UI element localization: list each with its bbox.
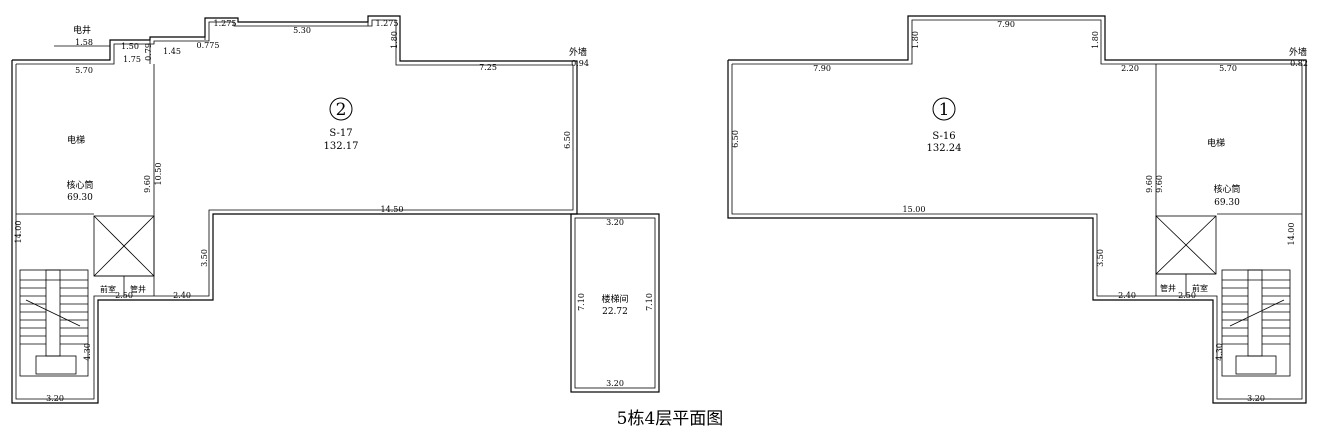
left-dim-710b: 7.10 bbox=[645, 293, 654, 311]
right-stair bbox=[1221, 269, 1291, 377]
left-dim-094: 0.94 bbox=[571, 59, 589, 68]
drawing-title: 5栋4层平面图 bbox=[617, 409, 724, 429]
right-dim-790t: 7.90 bbox=[997, 20, 1015, 29]
right-dim-570: 5.70 bbox=[1219, 64, 1237, 73]
right-unit-area: 132.24 bbox=[927, 143, 962, 154]
right-outer-wall-label: 外墙 bbox=[1289, 46, 1307, 58]
left-dim-650: 6.50 bbox=[563, 131, 572, 149]
right-dim-240: 2.40 bbox=[1118, 291, 1136, 300]
left-dim-320t: 3.20 bbox=[606, 218, 624, 227]
left-outer-wall bbox=[11, 15, 578, 404]
left-unit: 2 S-17 132.17 电梯 核心筒 69.30 楼梯间 22.72 电井 … bbox=[11, 15, 660, 404]
right-elevator-shaft bbox=[1155, 215, 1217, 275]
right-elevator-label: 电梯 bbox=[1207, 137, 1225, 149]
left-unit-code: S-17 bbox=[329, 128, 352, 139]
left-dim-1450: 14.50 bbox=[381, 205, 404, 214]
right-core-name: 核心筒 bbox=[1213, 183, 1240, 195]
left-dim-320b: 3.20 bbox=[606, 379, 624, 388]
left-room-a-label: 前室 bbox=[100, 284, 116, 294]
right-dim-650: 6.50 bbox=[731, 130, 740, 148]
left-dim-350: 3.50 bbox=[200, 249, 209, 267]
left-dim-240: 2.40 bbox=[173, 291, 191, 300]
left-dim-725: 7.25 bbox=[479, 63, 497, 72]
right-dim-1400: 14.00 bbox=[1287, 223, 1296, 246]
right-dim-180b: 1.80 bbox=[1091, 31, 1100, 49]
right-unit-marker-circle bbox=[932, 97, 956, 121]
left-core-area: 69.30 bbox=[67, 193, 93, 203]
left-unit-marker-circle bbox=[329, 97, 353, 121]
right-unit: 1 S-16 132.24 电梯 核心筒 69.30 外墙 管井 前室 7.90… bbox=[727, 15, 1308, 404]
left-core-name: 核心筒 bbox=[66, 179, 93, 191]
right-dim-220: 2.20 bbox=[1121, 64, 1139, 73]
right-dim-250: 2.50 bbox=[1178, 291, 1196, 300]
right-outer-wall bbox=[727, 15, 1307, 404]
left-dim-150: 1.50 bbox=[121, 42, 139, 51]
left-dim-530: 5.30 bbox=[293, 26, 311, 35]
left-elevator-label: 电梯 bbox=[67, 134, 85, 146]
right-dim-960b: 9.60 bbox=[1155, 175, 1164, 193]
right-unit-code: S-16 bbox=[932, 131, 955, 142]
right-dim-790: 7.90 bbox=[813, 64, 831, 73]
left-dim-158: 1.58 bbox=[75, 38, 93, 47]
left-dim-180: 1.80 bbox=[390, 31, 399, 49]
left-dim-079: 0.79 bbox=[144, 43, 153, 61]
left-unit-marker: 2 bbox=[336, 100, 347, 120]
right-core-area: 69.30 bbox=[1214, 198, 1240, 208]
right-dim-430: 4.30 bbox=[1215, 343, 1224, 361]
left-dim-0775: 0.775 bbox=[197, 41, 220, 50]
left-stair bbox=[19, 269, 89, 377]
left-roof-area: 22.72 bbox=[602, 307, 628, 317]
left-dim-250: 2.50 bbox=[115, 291, 133, 300]
left-dim-1275b: 1.275 bbox=[376, 19, 399, 28]
left-dim-175: 1.75 bbox=[123, 55, 141, 64]
right-dim-1500: 15.00 bbox=[903, 205, 926, 214]
left-outer-wall-label: 外墙 bbox=[569, 46, 587, 58]
left-elec-label: 电井 bbox=[73, 24, 91, 36]
left-dim-1400: 14.00 bbox=[14, 221, 23, 244]
left-dim-430: 4.30 bbox=[83, 343, 92, 361]
left-room-b-label: 管井 bbox=[130, 284, 146, 294]
right-unit-marker: 1 bbox=[939, 100, 950, 120]
left-elevator-shaft bbox=[93, 215, 155, 277]
left-dim-1275a: 1.275 bbox=[214, 19, 237, 28]
left-dim-960: 9.60 bbox=[143, 175, 152, 193]
left-dim-145: 1.45 bbox=[163, 47, 181, 56]
right-dim-082: 0.82 bbox=[1290, 59, 1308, 68]
right-dim-320: 3.20 bbox=[1247, 394, 1265, 403]
right-room-a-label: 管井 bbox=[1160, 283, 1176, 293]
left-dim-570: 5.70 bbox=[75, 66, 93, 75]
right-dim-960: 9.60 bbox=[1145, 175, 1154, 193]
left-dim-710a: 7.10 bbox=[577, 293, 586, 311]
left-unit-area: 132.17 bbox=[324, 141, 359, 152]
left-roof-name: 楼梯间 bbox=[601, 293, 628, 305]
right-dim-180a: 1.80 bbox=[911, 31, 920, 49]
left-dim-320c: 3.20 bbox=[46, 394, 64, 403]
left-dim-1050: 10.50 bbox=[154, 163, 163, 186]
right-dim-350: 3.50 bbox=[1096, 249, 1105, 267]
right-room-b-label: 前室 bbox=[1192, 283, 1208, 293]
left-roof-stair-room bbox=[570, 213, 660, 393]
